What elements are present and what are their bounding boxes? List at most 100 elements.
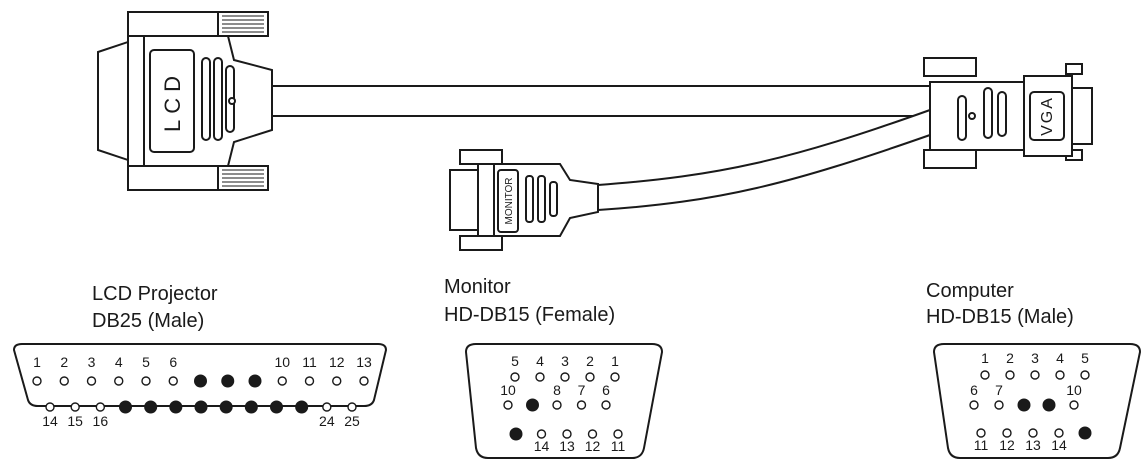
pin-number: 14	[1051, 437, 1067, 453]
pin-filled	[119, 400, 132, 414]
computer-caption-title: Computer	[926, 280, 1014, 302]
pin	[1069, 400, 1079, 410]
pin-number: 6	[602, 382, 610, 398]
pin	[95, 402, 106, 412]
pin-number: 14	[42, 413, 58, 429]
pin-number: 3	[1031, 350, 1039, 366]
lcd-plug: LCD	[97, 11, 273, 191]
pin	[535, 372, 545, 382]
pin-number: 12	[585, 438, 601, 454]
monitor-caption-subtitle: HD-DB15 (Female)	[444, 304, 616, 326]
pin-number: 1	[611, 353, 619, 369]
pin-number: 2	[586, 353, 594, 369]
pin	[1055, 370, 1065, 380]
pin-filled	[295, 400, 309, 414]
pin-number: 4	[115, 354, 123, 370]
pin-number: 5	[511, 353, 519, 369]
pin-filled	[144, 400, 158, 414]
pin-number: 1	[981, 350, 989, 366]
pin-number: 12	[999, 437, 1015, 453]
pin	[1028, 428, 1038, 438]
monitor-plug-label: MONITOR	[504, 177, 515, 224]
monitor-branch-cable	[597, 108, 931, 212]
pin-number: 24	[319, 413, 335, 429]
pin	[347, 402, 357, 412]
pin	[86, 376, 97, 386]
pin-number: 15	[67, 413, 83, 429]
pin	[59, 376, 69, 386]
pin-number: 25	[344, 413, 360, 429]
pin	[322, 402, 332, 412]
pin	[359, 376, 369, 386]
pin	[277, 376, 287, 386]
pin	[1054, 428, 1064, 438]
pin-number: 4	[536, 353, 544, 369]
pin	[585, 372, 595, 382]
pin	[1002, 428, 1012, 438]
lcd-caption-title: LCD Projector	[92, 283, 218, 305]
pin-number: 13	[356, 354, 372, 370]
pin	[552, 400, 562, 410]
pin	[1080, 370, 1090, 380]
pin	[70, 402, 80, 412]
pin	[32, 376, 42, 386]
pin-number: 11	[302, 354, 317, 370]
pin-filled	[248, 374, 262, 388]
pin	[980, 370, 990, 380]
pin	[45, 402, 55, 412]
pin-number: 6	[970, 382, 978, 398]
pin-number: 11	[611, 438, 626, 454]
pin-filled	[1042, 398, 1056, 412]
pin-number: 5	[1081, 350, 1089, 366]
main-cable	[271, 85, 931, 117]
pin-number: 10	[500, 382, 516, 398]
pin	[994, 400, 1004, 410]
pin-filled	[194, 400, 208, 414]
pin-filled	[194, 374, 207, 388]
pin	[560, 372, 570, 382]
pin-number: 1	[33, 354, 41, 370]
pin-filled	[270, 400, 283, 414]
pin	[168, 376, 178, 386]
pin-filled	[219, 400, 233, 414]
pin-number: 7	[995, 382, 1003, 398]
vga-plug: VGA	[923, 57, 1093, 169]
pin-number: 10	[1066, 382, 1082, 398]
pin	[503, 400, 513, 410]
lcd-caption-subtitle: DB25 (Male)	[92, 310, 205, 332]
pin-filled	[169, 400, 183, 414]
pin-number: 2	[60, 354, 68, 370]
pin-filled	[526, 398, 539, 412]
pin-number: 8	[553, 382, 561, 398]
pin	[601, 400, 611, 410]
pin-number: 12	[329, 354, 345, 370]
pin-number: 3	[88, 354, 96, 370]
pin	[610, 372, 620, 382]
pin	[114, 376, 124, 386]
pin	[1005, 370, 1015, 380]
pin	[536, 429, 547, 439]
pin	[587, 429, 598, 439]
pin-number: 13	[559, 438, 575, 454]
pin	[976, 428, 986, 438]
pin-filled	[1017, 398, 1031, 412]
monitor-caption-title: Monitor	[444, 276, 511, 298]
pin	[969, 400, 979, 410]
pin-number: 14	[534, 438, 550, 454]
pin	[562, 429, 572, 439]
pin-filled	[244, 400, 258, 414]
pin-number: 16	[93, 413, 109, 429]
pin-filled	[1078, 426, 1092, 440]
pin	[332, 376, 342, 386]
pin	[1030, 370, 1040, 380]
pin-number: 13	[1025, 437, 1041, 453]
lcd-plug-label: LCD	[160, 70, 185, 132]
pin	[304, 376, 315, 386]
pin-filled	[509, 427, 523, 441]
pin	[510, 372, 520, 382]
